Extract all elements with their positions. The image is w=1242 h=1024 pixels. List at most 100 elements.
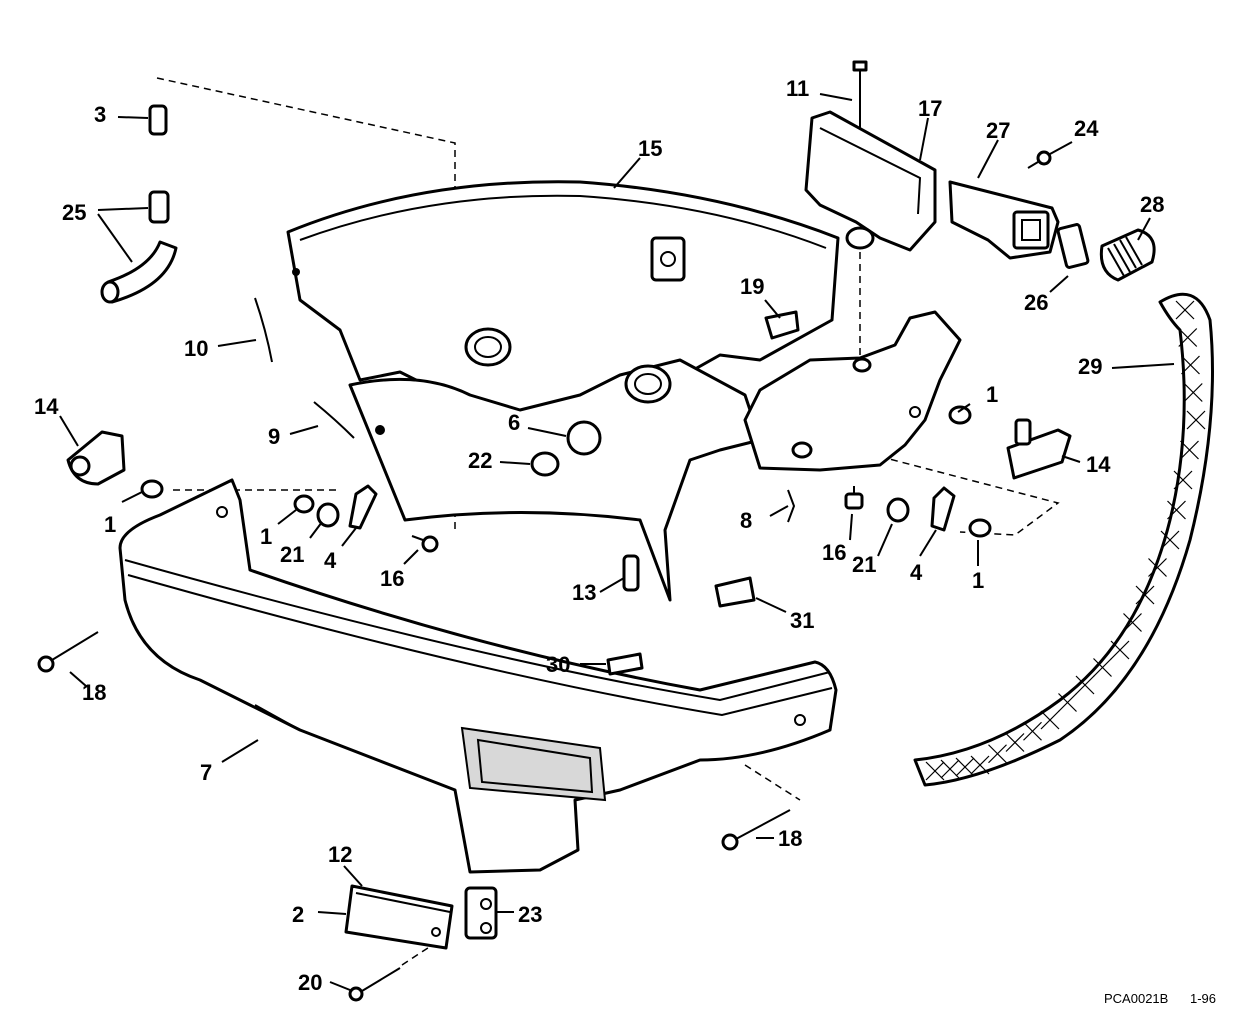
- hose-elbow-25: [106, 240, 178, 304]
- lower-cowl: [118, 478, 838, 874]
- grommet-28: [1099, 228, 1156, 282]
- callout-26: 26: [1024, 290, 1048, 315]
- grommet-1-d: [968, 518, 992, 538]
- bolt-18-left: [37, 631, 99, 673]
- seal-13: [622, 554, 640, 592]
- callout-14-right: 14: [1086, 452, 1111, 477]
- seal-net-line: [955, 757, 975, 777]
- callout-11: 11: [786, 76, 809, 101]
- callout-9: 9: [268, 424, 280, 449]
- callout-28: 28: [1140, 192, 1164, 217]
- callout-24: 24: [1074, 116, 1099, 141]
- callout-4-b: 4: [910, 560, 923, 585]
- grommet-6: [566, 420, 602, 456]
- clip-8: [787, 489, 796, 523]
- screw-16-a: [411, 535, 439, 553]
- washer-21-b: [886, 497, 910, 523]
- callout-2: 2: [292, 902, 304, 927]
- latch-14-left: [66, 430, 126, 486]
- callout-23: 23: [518, 902, 542, 927]
- callout-18-left: 18: [82, 680, 106, 705]
- callout-14-left: 14: [34, 394, 59, 419]
- callout-13: 13: [572, 580, 596, 605]
- catch-4-a: [348, 484, 378, 530]
- seal-net-line: [1110, 640, 1130, 660]
- seal-net-line: [970, 755, 990, 775]
- seal-net-line: [1005, 733, 1025, 752]
- callout-15: 15: [638, 136, 662, 161]
- seal-net-line: [1075, 675, 1095, 695]
- washer-22: [530, 451, 560, 477]
- figure-code: PCA0021B: [1104, 991, 1168, 1006]
- seal-net-line: [988, 744, 1007, 764]
- callout-7: 7: [200, 760, 212, 785]
- leader-lines: [59, 93, 1175, 991]
- seal-net-line: [1148, 558, 1167, 577]
- seal-net-line: [1123, 613, 1142, 632]
- screw-16-b: [844, 486, 864, 510]
- seal-net-line: [1186, 410, 1206, 430]
- callout-6: 6: [508, 410, 520, 435]
- callout-31: 31: [790, 608, 814, 633]
- callout-16-a: 16: [380, 566, 404, 591]
- callout-30: 30: [546, 652, 570, 677]
- hardware-parts: [37, 60, 1072, 1002]
- seal-net-line: [1178, 328, 1198, 347]
- seal-net-line: [1135, 585, 1155, 605]
- seal-net-line: [1173, 470, 1193, 490]
- screw-20: [348, 967, 401, 1002]
- seal-net-line: [940, 759, 960, 779]
- seal-net-line: [1180, 440, 1199, 460]
- seal-net-line: [1093, 658, 1112, 677]
- callout-25: 25: [62, 200, 86, 225]
- callout-8: 8: [740, 508, 752, 533]
- pad-30: [606, 652, 644, 676]
- callout-labels: 3 25 11 17 27 24 28 26 29 15 19 10 9 14 …: [34, 76, 1164, 995]
- block-31: [714, 576, 756, 608]
- bolt-11: [852, 60, 868, 128]
- callout-22: 22: [468, 448, 492, 473]
- figure-revision: 1-96: [1190, 991, 1216, 1006]
- gasket-26: [1056, 223, 1090, 269]
- clip-19: [764, 310, 800, 340]
- callout-21-b: 21: [852, 552, 876, 577]
- catch-4-b: [930, 486, 956, 532]
- grommet-1-a: [140, 479, 164, 499]
- right-support-bracket: [743, 310, 962, 472]
- latch-14-right: [1006, 418, 1072, 480]
- seal-net-line: [1058, 693, 1077, 712]
- grommet-1-c: [948, 405, 972, 425]
- callout-16-b: 16: [822, 540, 846, 565]
- seal-net-line: [1183, 383, 1203, 402]
- callout-21-a: 21: [280, 542, 304, 567]
- callout-3: 3: [94, 102, 106, 127]
- seal-net-line: [1023, 721, 1042, 741]
- seal-net-line: [1040, 710, 1060, 730]
- callout-27: 27: [986, 118, 1010, 143]
- seal-net-line: [1175, 300, 1195, 320]
- bracket-23: [464, 886, 498, 940]
- callout-1-b: 1: [260, 524, 272, 549]
- seal-net-line: [925, 761, 945, 781]
- bolt-18-right: [721, 809, 791, 851]
- callout-1-d: 1: [972, 568, 984, 593]
- wire-9: [313, 401, 355, 439]
- plate-2: [344, 884, 454, 950]
- seal-net-line: [1167, 500, 1186, 520]
- callout-1-c: 1: [986, 382, 998, 407]
- grommet-1-b: [293, 494, 315, 514]
- seal-29: [913, 292, 1214, 787]
- plug-3: [148, 104, 168, 136]
- callout-12: 12: [328, 842, 352, 867]
- callout-29: 29: [1078, 354, 1102, 379]
- wire-10: [254, 297, 273, 363]
- seal-net-line: [1181, 355, 1200, 375]
- callout-1-a: 1: [104, 512, 116, 537]
- upper-inner-shell: [286, 180, 840, 602]
- callout-17: 17: [918, 96, 942, 121]
- washer-21-a: [316, 502, 340, 528]
- callout-20: 20: [298, 970, 322, 995]
- hose-piece-25: [148, 190, 170, 224]
- callout-18-right: 18: [778, 826, 802, 851]
